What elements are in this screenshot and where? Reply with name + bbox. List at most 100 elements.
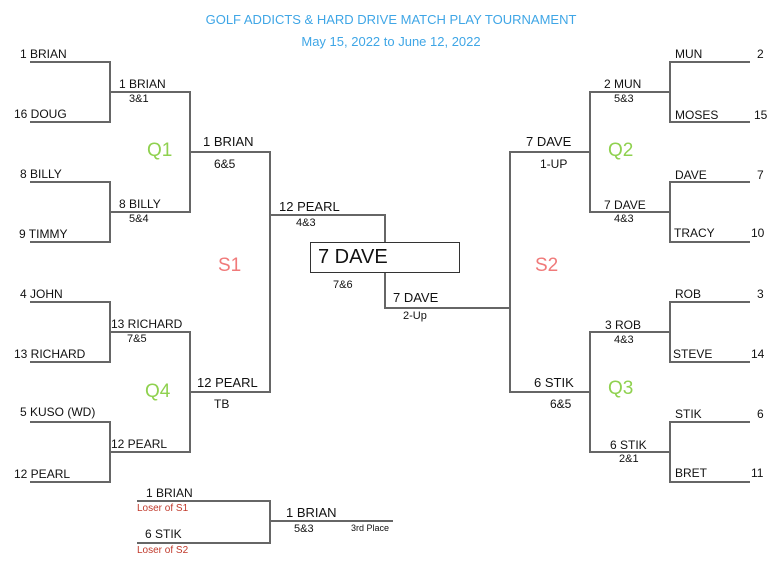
bracket-line (270, 520, 393, 522)
bracket-line (670, 61, 750, 63)
bracket-line (670, 361, 750, 363)
bracket-line (137, 500, 270, 502)
tournament-title: GOLF ADDICTS & HARD DRIVE MATCH PLAY TOU… (205, 12, 577, 27)
third-place-winner: 1 BRIAN (286, 505, 337, 520)
right-r3-winner: 6 STIK (534, 375, 574, 390)
bracket-line (30, 421, 110, 423)
left-r3-winner: 12 PEARL (197, 375, 258, 390)
bracket-line (590, 91, 670, 93)
left-r1-entry: 8 BILLY (20, 167, 62, 181)
bracket-line (669, 301, 671, 363)
bracket-line (384, 214, 386, 244)
right-r1-name: BRET (675, 466, 708, 480)
right-r2-score: 4&3 (614, 213, 634, 225)
bracket-line (510, 391, 590, 393)
left-r2-winner: 13 RICHARD (111, 317, 183, 331)
third-place-bottom-entry: 6 STIK (145, 527, 182, 541)
bracket-line (670, 301, 750, 303)
right-r1-seed: 7 (757, 168, 764, 182)
bracket-line (590, 451, 670, 453)
right-r1-name: DAVE (675, 168, 707, 182)
bracket-line (189, 331, 191, 453)
right-r1-seed: 11 (751, 466, 764, 480)
bracket-line (669, 421, 671, 483)
bracket-line (110, 451, 190, 453)
bracket-line (190, 151, 270, 153)
right-r2-winner: 6 STIK (610, 438, 647, 452)
right-r1-name: STEVE (673, 347, 713, 361)
bracket-line (669, 181, 671, 243)
right-r2-winner: 7 DAVE (604, 198, 646, 212)
right-r1-seed: 3 (757, 287, 764, 301)
bracket-line (30, 301, 110, 303)
bracket-line (110, 91, 190, 93)
bracket-line (270, 214, 385, 216)
bracket-line (510, 151, 590, 153)
final-score: 7&6 (333, 279, 353, 291)
right-r1-name: TRACY (674, 226, 715, 240)
right-r1-seed: 10 (751, 226, 765, 240)
right-r1-name: STIK (675, 407, 702, 421)
left-r3-score: 6&5 (214, 157, 236, 171)
left-r1-entry: 16 DOUG (14, 107, 67, 121)
left-r2-winner: 12 PEARL (111, 437, 168, 451)
bracket-line (670, 121, 750, 123)
left-r3-score: TB (214, 397, 230, 411)
s2-label: S2 (535, 255, 559, 276)
q3-label: Q3 (608, 378, 634, 399)
right-r2-winner: 3 ROB (605, 318, 642, 332)
third-place-top-note: Loser of S1 (137, 503, 189, 514)
right-r3-score: 6&5 (550, 397, 572, 411)
left-r1-entry: 5 KUSO (WD) (20, 405, 96, 419)
left-r2-score: 3&1 (129, 93, 149, 105)
bracket-line (190, 391, 270, 393)
bracket-line (670, 421, 750, 423)
right-r3-score: 1-UP (540, 157, 568, 171)
right-r1-seed: 6 (757, 407, 764, 421)
left-semi-winner: 12 PEARL (279, 199, 340, 214)
left-r1-entry: 1 BRIAN (20, 47, 67, 61)
bracket-line (109, 301, 111, 363)
left-r2-score: 7&5 (127, 333, 147, 345)
right-r3-winner: 7 DAVE (526, 134, 572, 149)
right-r1-name: ROB (675, 287, 702, 301)
right-r1-seed: 14 (751, 347, 765, 361)
q2-label: Q2 (608, 140, 634, 161)
bracket-line (590, 211, 670, 213)
bracket-line (109, 421, 111, 483)
tournament-dates: May 15, 2022 to June 12, 2022 (301, 34, 481, 49)
right-r1-seed: 15 (754, 108, 768, 122)
third-place-label: 3rd Place (351, 523, 390, 533)
bracket-line (509, 151, 511, 393)
bracket-line (590, 331, 670, 333)
left-r2-score: 5&4 (129, 213, 149, 225)
third-place-bottom-note: Loser of S2 (137, 545, 189, 556)
bracket-line (110, 211, 190, 213)
bracket-line (110, 331, 190, 333)
champion-box: 7 DAVE (310, 242, 460, 273)
bracket-line (137, 542, 270, 544)
right-semi-winner: 7 DAVE (393, 290, 439, 305)
left-r1-entry: 9 TIMMY (19, 227, 68, 241)
right-semi-score: 2-Up (403, 310, 427, 322)
s1-label: S1 (218, 255, 242, 276)
left-r1-entry: 12 PEARL (14, 467, 71, 481)
left-r2-winner: 8 BILLY (119, 197, 161, 211)
third-place-score: 5&3 (294, 523, 314, 535)
right-r1-name: MUN (675, 47, 703, 61)
bracket-line (30, 481, 110, 483)
bracket-line (670, 241, 750, 243)
right-r1-name: MOSES (675, 108, 719, 122)
bracket-line (589, 91, 591, 213)
bracket-line (109, 181, 111, 243)
bracket-line (589, 331, 591, 453)
right-r2-winner: 2 MUN (604, 77, 642, 91)
q1-label: Q1 (147, 140, 173, 161)
left-r3-winner: 1 BRIAN (203, 134, 254, 149)
right-r2-score: 5&3 (614, 93, 634, 105)
bracket-line (385, 307, 510, 309)
bracket-line (30, 121, 110, 123)
bracket-line (269, 500, 271, 544)
right-r2-score: 4&3 (614, 334, 634, 346)
